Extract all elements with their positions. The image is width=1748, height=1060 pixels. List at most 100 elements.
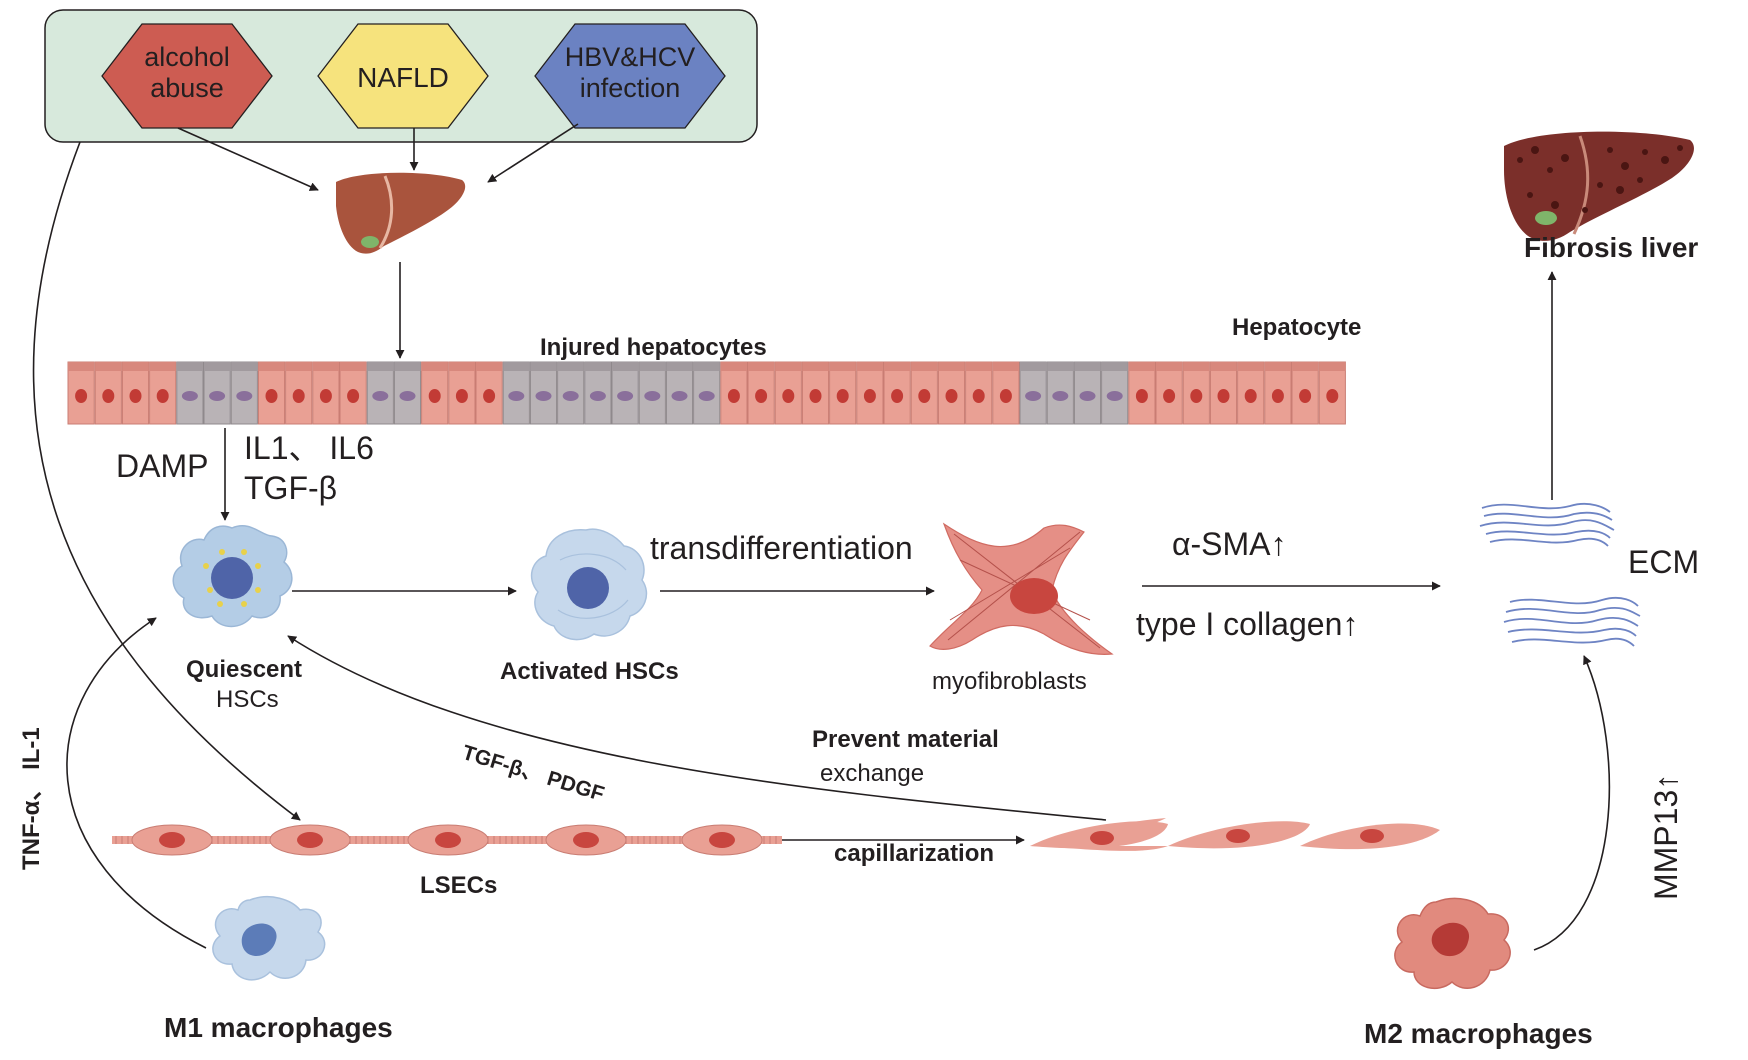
hepatocyte-nucleus xyxy=(671,391,688,401)
hepatocyte-brush-border xyxy=(666,362,693,371)
hscs-label: HSCs xyxy=(216,686,279,713)
hepatocyte-brush-border xyxy=(612,362,639,371)
hepatocyte-brush-border xyxy=(1183,362,1210,371)
hepatocyte-brush-border xyxy=(448,362,475,371)
hepatocyte-brush-border xyxy=(1237,362,1264,371)
hepatocyte-nucleus xyxy=(755,389,768,403)
exchange-label: exchange xyxy=(820,760,925,787)
prevent-material-label: Prevent material xyxy=(812,726,999,753)
injured-hepatocytes-label: Injured hepatocytes xyxy=(540,334,767,361)
hepatocyte-nucleus xyxy=(562,391,579,401)
hepatocyte-brush-border xyxy=(176,362,203,371)
hepatocyte-brush-border xyxy=(802,362,829,371)
hepatocyte-brush-border xyxy=(1264,362,1291,371)
hepatocyte-brush-border xyxy=(285,362,312,371)
hepatocyte-brush-border xyxy=(856,362,883,371)
hbv-line1: HBV&HCV xyxy=(564,42,696,72)
hepatocyte-brush-border xyxy=(1020,362,1047,371)
hepatocyte-label: Hepatocyte xyxy=(1232,314,1362,341)
hepatocyte-nucleus xyxy=(347,389,360,403)
hepatocyte-brush-border xyxy=(992,362,1019,371)
tnf-il1-label: TNF-α、 IL-1 xyxy=(18,727,45,870)
m1-macrophages-label: M1 macrophages xyxy=(164,1012,393,1043)
hepatocyte-nucleus xyxy=(1052,391,1069,401)
hepatocyte-nucleus xyxy=(102,389,115,403)
hepatocyte-nucleus xyxy=(727,389,740,403)
alpha-sma-label: α-SMA↑ xyxy=(1172,526,1287,562)
nafld-hexagon xyxy=(317,23,489,129)
capillarization-label: capillarization xyxy=(834,840,995,867)
healthy-hepatocyte xyxy=(1155,361,1183,425)
hepatocyte-nucleus xyxy=(1244,389,1257,403)
hepatocyte-nucleus xyxy=(319,389,332,403)
hepatocyte-nucleus xyxy=(617,391,634,401)
hepatocyte-nucleus xyxy=(945,389,958,403)
il1-il6-label: IL1、 IL6 xyxy=(244,430,374,466)
alcohol-hexagon xyxy=(101,23,273,129)
healthy-hepatocyte xyxy=(121,361,150,425)
hepatocyte-brush-border xyxy=(1101,362,1128,371)
m1-macrophage-cell xyxy=(212,896,326,981)
hepatocyte-brush-border xyxy=(1292,362,1319,371)
hepatocyte-brush-border xyxy=(557,362,584,371)
hepatocyte-brush-border xyxy=(639,362,666,371)
hepatocyte-nucleus xyxy=(399,391,416,401)
lsec-row xyxy=(112,824,782,856)
lsecs-label: LSECs xyxy=(420,872,498,899)
ecm-fibers xyxy=(1479,502,1641,647)
hepatocyte-brush-border xyxy=(68,362,95,371)
hepatocyte-brush-border xyxy=(775,362,802,371)
hepatocyte-nucleus xyxy=(156,389,169,403)
hepatocyte-nucleus xyxy=(918,389,931,403)
hepatocyte-brush-border xyxy=(95,362,122,371)
hepatocyte-brush-border xyxy=(421,362,448,371)
hepatocyte-brush-border xyxy=(1156,362,1183,371)
injured-hepatocyte xyxy=(529,361,558,425)
hepatocyte-brush-border xyxy=(231,362,258,371)
liver-icon xyxy=(336,172,466,254)
nafld-label: NAFLD xyxy=(357,62,449,93)
hepatocyte-nucleus xyxy=(455,389,468,403)
hepatocyte-nucleus xyxy=(809,389,822,403)
fibrosis-liver-icon xyxy=(1504,131,1694,241)
hepatocyte-nucleus xyxy=(999,389,1012,403)
hepatocyte-nucleus xyxy=(698,391,715,401)
hepatocyte-brush-border xyxy=(720,362,747,371)
myofibroblast-cell xyxy=(929,522,1114,655)
hepatocyte-nucleus xyxy=(1025,391,1042,401)
hepatocyte-brush-border xyxy=(340,362,367,371)
hepatocyte-brush-border xyxy=(149,362,176,371)
alcohol-abuse-label: alcohol abuse xyxy=(102,42,272,104)
activated-hsc-cell xyxy=(530,528,648,641)
hepatocyte-brush-border xyxy=(503,362,530,371)
hepatocyte-nucleus xyxy=(891,389,904,403)
hepatocyte-nucleus xyxy=(209,391,226,401)
transdifferentiation-label: transdifferentiation xyxy=(650,530,913,566)
capillarized-lsecs xyxy=(1030,818,1440,851)
hepatocyte-brush-border xyxy=(693,362,720,371)
hepatocyte-nucleus xyxy=(75,389,88,403)
hepatocyte-nucleus xyxy=(836,389,849,403)
ecm-label: ECM xyxy=(1628,544,1700,580)
hepatocyte-brush-border xyxy=(122,362,149,371)
arrow-risk-to-lsecs xyxy=(32,141,301,821)
hbv-hexagon xyxy=(534,23,726,129)
lsec-nucleus xyxy=(297,832,323,848)
arrow-m2-to-ecm xyxy=(1533,655,1611,951)
hepatocyte-nucleus xyxy=(782,389,795,403)
hepatocyte-nucleus xyxy=(181,391,198,401)
quiescent-hsc-cell xyxy=(172,525,293,628)
injured-hepatocyte xyxy=(557,361,585,425)
hbv-hcv-label: HBV&HCV infection xyxy=(545,42,715,104)
hepatocyte-brush-border xyxy=(204,362,231,371)
hepatocyte-nucleus xyxy=(535,391,552,401)
hepatocyte-brush-border xyxy=(965,362,992,371)
hepatocyte-brush-border xyxy=(258,362,285,371)
m2-macrophage-cell xyxy=(1394,897,1511,990)
arrow-hbv-to-liver xyxy=(487,123,579,183)
hepatocyte-nucleus xyxy=(1163,389,1176,403)
hepatocyte-nucleus xyxy=(1326,389,1339,403)
hepatocyte-brush-border xyxy=(394,362,421,371)
hepatocyte-nucleus xyxy=(292,389,305,403)
